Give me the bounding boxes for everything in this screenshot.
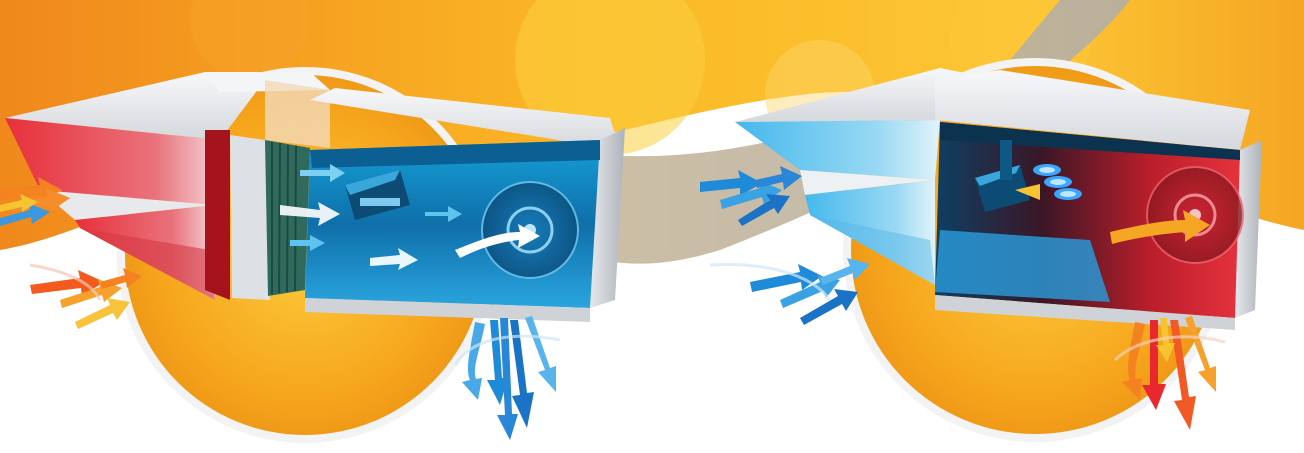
blower-fan-icon xyxy=(482,182,578,278)
blower-fan-icon xyxy=(1147,167,1243,263)
